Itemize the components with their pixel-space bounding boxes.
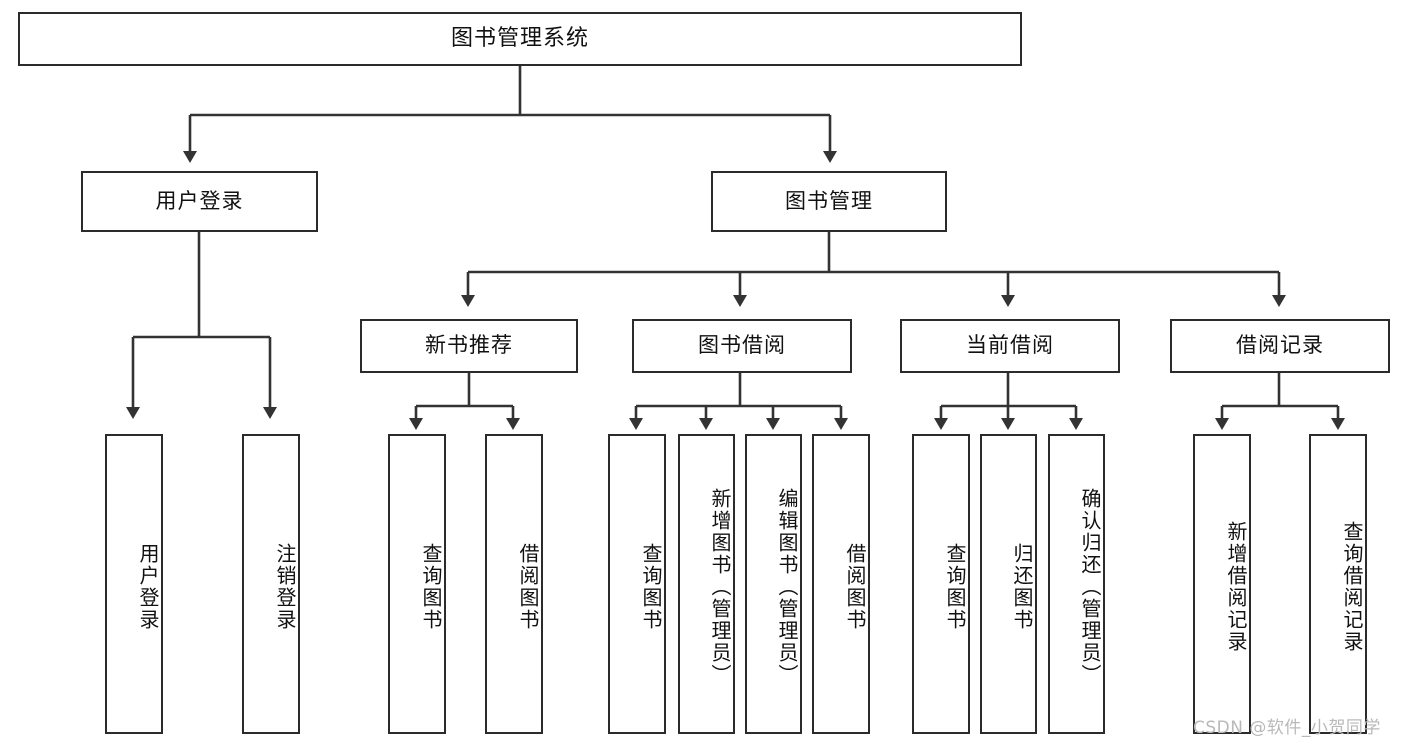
node-new-book-recommend[interactable]: 新书推荐: [360, 319, 578, 373]
node-label: 查询图书: [943, 543, 967, 631]
node-label: 查询图书: [639, 543, 663, 631]
node-label: 借阅图书: [516, 543, 540, 631]
node-label: 查询图书: [419, 543, 443, 631]
node-current-borrow[interactable]: 当前借阅: [900, 319, 1120, 373]
node-label: 图书管理系统: [450, 25, 589, 51]
leaf-recommend-query-book[interactable]: 查询图书: [388, 434, 446, 734]
node-label: 借阅记录: [1236, 333, 1324, 358]
node-label: 借阅图书: [843, 543, 867, 631]
leaf-current-query-book[interactable]: 查询图书: [912, 434, 970, 734]
node-root-system[interactable]: 图书管理系统: [18, 12, 1022, 66]
node-label: 当前借阅: [966, 333, 1054, 358]
leaf-borrow-borrow-book[interactable]: 借阅图书: [812, 434, 870, 734]
leaf-record-query-borrow-record[interactable]: 查询借阅记录: [1309, 434, 1367, 734]
node-label: 归还图书: [1010, 543, 1034, 631]
leaf-borrow-edit-book-admin[interactable]: 编辑图书（管理员）: [745, 434, 802, 734]
leaf-record-add-borrow-record[interactable]: 新增借阅记录: [1193, 434, 1251, 734]
node-label: 新增借阅记录: [1224, 521, 1248, 653]
node-user-login[interactable]: 用户登录: [81, 171, 318, 232]
node-borrow-record[interactable]: 借阅记录: [1170, 319, 1390, 373]
leaf-user-login[interactable]: 用户登录: [105, 434, 163, 734]
leaf-borrow-query-book[interactable]: 查询图书: [608, 434, 666, 734]
node-book-borrow[interactable]: 图书借阅: [632, 319, 852, 373]
node-label: 新增图书（管理员）: [708, 488, 732, 686]
node-label: 用户登录: [136, 543, 160, 631]
node-label: 查询借阅记录: [1340, 521, 1364, 653]
leaf-borrow-add-book-admin[interactable]: 新增图书（管理员）: [678, 434, 735, 734]
node-label: 编辑图书（管理员）: [775, 488, 799, 686]
leaf-current-return-book[interactable]: 归还图书: [980, 434, 1037, 734]
node-label: 注销登录: [273, 543, 297, 631]
node-label: 用户登录: [155, 188, 244, 213]
node-label: 确认归还（管理员）: [1078, 488, 1102, 686]
leaf-current-confirm-return-admin[interactable]: 确认归还（管理员）: [1048, 434, 1105, 734]
leaf-user-logout[interactable]: 注销登录: [242, 434, 300, 734]
node-book-management[interactable]: 图书管理: [711, 171, 947, 232]
node-label: 新书推荐: [425, 333, 513, 358]
leaf-recommend-borrow-book[interactable]: 借阅图书: [485, 434, 543, 734]
node-label: 图书管理: [785, 188, 873, 213]
node-label: 图书借阅: [698, 333, 786, 358]
